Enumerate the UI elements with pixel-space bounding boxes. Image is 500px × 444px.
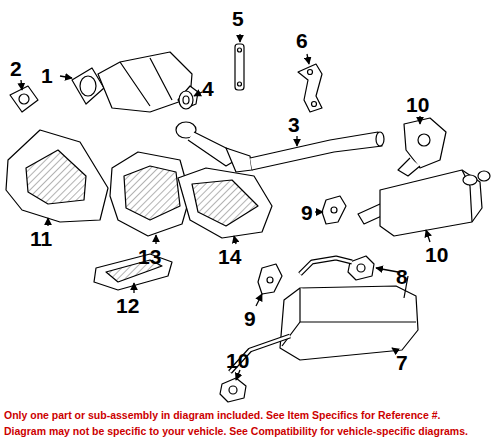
callout-number: 14	[218, 246, 241, 267]
leader-lines	[21, 34, 430, 380]
heat-shield	[110, 152, 190, 236]
bracket	[258, 264, 282, 294]
flange-gasket	[179, 91, 193, 109]
strap	[235, 44, 244, 90]
disclaimer-note: Only one part or sub-assembly in diagram…	[4, 410, 440, 421]
catalytic-converter	[72, 52, 198, 112]
muffler	[358, 170, 490, 236]
muffler	[230, 258, 418, 372]
callout-number: 13	[138, 246, 161, 267]
callout-number: 11	[30, 228, 52, 249]
bracket	[298, 64, 322, 112]
callout-number: 9	[301, 202, 313, 223]
callout-number: 10	[406, 94, 429, 115]
callout-number: 2	[10, 58, 22, 79]
callout-number: 7	[396, 352, 408, 373]
bracket	[322, 196, 346, 224]
front-pipe	[176, 122, 384, 172]
callout-number: 9	[244, 308, 256, 329]
callout-number: 6	[296, 30, 308, 51]
callout-number: 8	[396, 266, 408, 287]
gasket	[10, 86, 38, 112]
callout-number: 10	[425, 244, 448, 265]
callout-number: 4	[202, 78, 214, 99]
callout-number: 1	[41, 65, 53, 86]
callout-number: 3	[288, 114, 300, 135]
callout-number: 5	[232, 8, 244, 29]
callout-number: 12	[116, 295, 139, 316]
disclaimer-note: Diagram may not be specific to your vehi…	[4, 426, 468, 437]
heat-shield	[6, 130, 108, 222]
heat-shield	[178, 168, 272, 238]
mount	[398, 118, 446, 176]
callout-number: 10	[226, 350, 249, 371]
hanger	[220, 378, 246, 402]
